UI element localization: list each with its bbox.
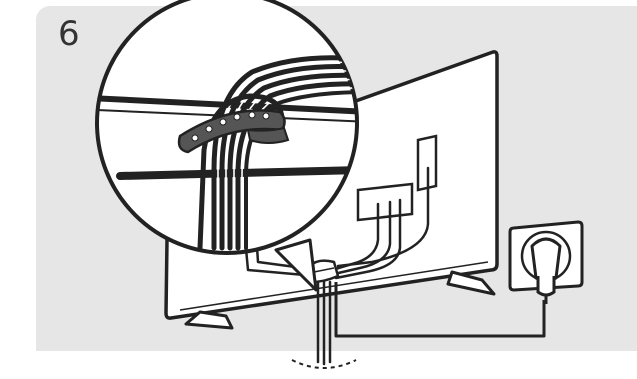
wall-socket-with-plug [510, 222, 582, 304]
connector-panel [358, 184, 412, 220]
tv-right-foot [448, 272, 494, 294]
